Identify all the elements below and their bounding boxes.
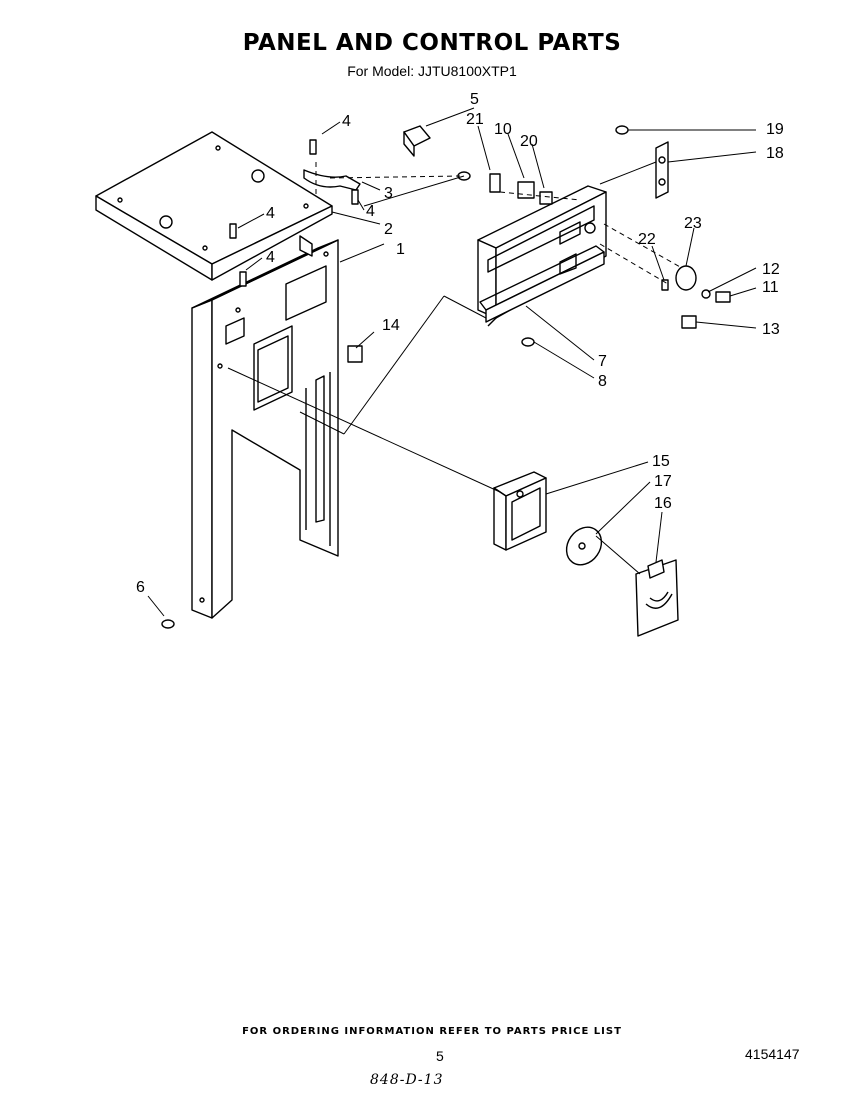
latch-part <box>303 169 361 191</box>
callout-4d: 4 <box>266 249 275 266</box>
callout-6: 6 <box>136 579 145 596</box>
callout-18: 18 <box>766 145 784 162</box>
callout-4b: 4 <box>366 203 375 220</box>
lamp-parts <box>661 265 731 329</box>
callout-21: 21 <box>466 111 484 128</box>
handwritten-note: 848-D-13 <box>370 1072 444 1088</box>
callout-1: 1 <box>396 241 405 258</box>
callout-8: 8 <box>598 373 607 390</box>
callout-19: 19 <box>766 121 784 138</box>
ordering-info-footer: FOR ORDERING INFORMATION REFER TO PARTS … <box>242 1026 622 1037</box>
callout-22: 22 <box>638 231 656 248</box>
callout-12: 12 <box>762 261 780 278</box>
knob-skirt-part <box>565 526 603 566</box>
callout-4c: 4 <box>266 205 275 222</box>
callout-4a: 4 <box>342 113 351 130</box>
callout-17: 17 <box>654 473 672 490</box>
callout-20: 20 <box>520 133 538 150</box>
callout-5: 5 <box>470 91 479 108</box>
document-number: 4154147 <box>745 1046 800 1062</box>
callout-2: 2 <box>384 221 393 238</box>
page-number: 5 <box>436 1048 444 1064</box>
screw-parts <box>161 125 629 629</box>
callout-3: 3 <box>384 185 393 202</box>
callout-11: 11 <box>762 279 779 296</box>
console-outline-lines <box>227 161 657 575</box>
callout-10: 10 <box>494 121 512 138</box>
page-title: PANEL AND CONTROL PARTS <box>242 30 622 56</box>
switch-housing-part <box>493 471 547 551</box>
callout-15: 15 <box>652 453 670 470</box>
knob-part <box>635 559 679 637</box>
callout-14: 14 <box>382 317 400 334</box>
callout-labels: 1 2 3 4 4 4 4 5 6 7 8 10 11 12 13 14 15 … <box>136 91 784 596</box>
top-panel-part <box>95 131 333 281</box>
leader-lines <box>147 107 757 617</box>
assembly-lines <box>315 162 683 285</box>
bracket-part <box>403 125 431 157</box>
callout-7: 7 <box>598 353 607 370</box>
control-console-part <box>477 185 607 327</box>
model-subtitle: For Model: JJTU8100XTP1 <box>347 63 517 79</box>
callout-16: 16 <box>654 495 672 512</box>
callout-23: 23 <box>684 215 702 232</box>
callout-13: 13 <box>762 321 780 338</box>
end-bracket-part <box>655 141 669 199</box>
front-column-panel-part <box>191 235 339 619</box>
